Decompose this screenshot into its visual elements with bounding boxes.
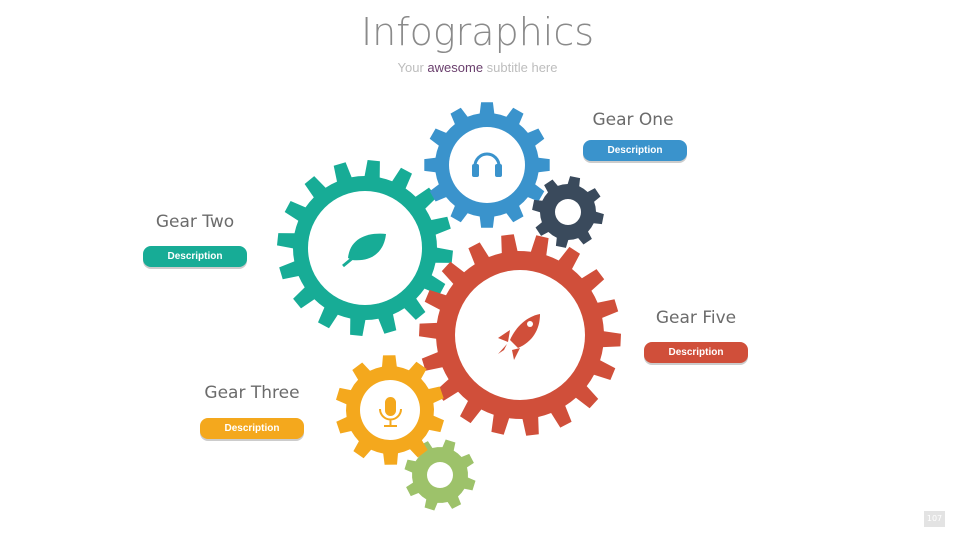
gear-five-description-button[interactable]: Description [644,342,748,363]
subtitle-text-end: subtitle here [483,60,558,75]
subtitle-text: Your [397,60,428,75]
gear-three-label: Gear Three [204,383,300,403]
gear-green [404,439,476,511]
headphones-icon [472,152,502,177]
gear-five-label: Gear Five [655,308,737,328]
microphone-icon [379,397,402,427]
page-title: Infographics [360,10,595,54]
gear-blue [424,102,550,228]
gear-green-center [427,462,453,488]
leaf-icon [342,233,386,268]
gear-two-description-button[interactable]: Description [143,246,247,267]
rocket-icon [498,314,540,360]
page-number: 107 [924,511,945,527]
gear-one-description-button[interactable]: Description [583,140,687,161]
gear-dark [532,176,604,248]
page-subtitle: Your awesome subtitle here [0,60,955,75]
subtitle-highlight: awesome [427,60,484,75]
gear-one-label: Gear One [592,110,674,130]
gear-dark-center [555,199,581,225]
gear-three-description-button[interactable]: Description [200,418,304,439]
gear-blue-center [449,127,525,203]
gear-two-label: Gear Two [155,212,235,232]
